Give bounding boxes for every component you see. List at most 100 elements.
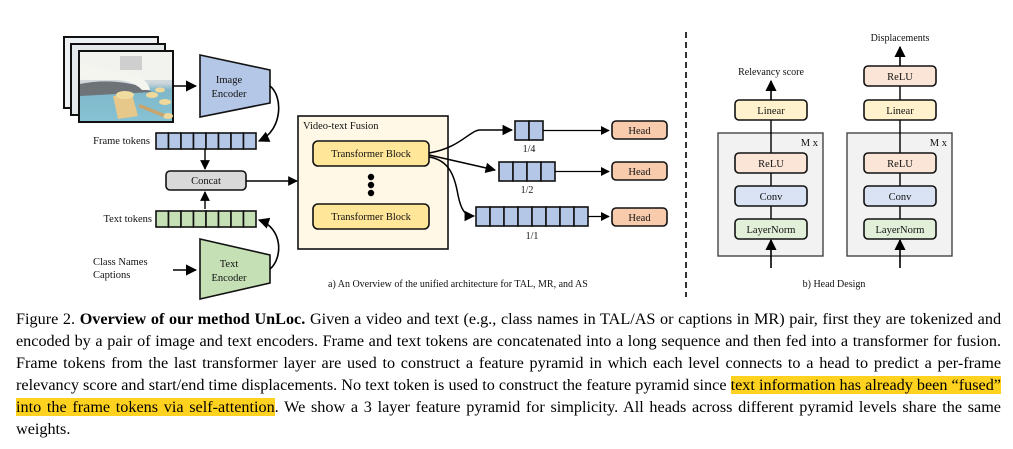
text-encoder: Text Encoder <box>199 237 271 301</box>
ellipsis-dots <box>367 173 375 197</box>
text-encoder-label-line2: Encoder <box>212 273 247 284</box>
pyramid-token <box>503 206 519 227</box>
pyramid-arrow-half <box>428 154 497 174</box>
pyramid-token <box>559 206 575 227</box>
text-token <box>230 210 245 228</box>
pyramid-token <box>489 206 505 227</box>
repeat-label: M x <box>930 138 948 149</box>
transformer-block-top: Transformer Block <box>312 140 430 167</box>
concat-block: Concat <box>165 170 247 191</box>
linear-block: Linear <box>734 99 808 121</box>
pyramid-token <box>475 206 491 227</box>
linear-block-label: Linear <box>757 106 785 117</box>
head-label: Head <box>628 126 651 137</box>
text-token <box>205 210 220 228</box>
output-label: Displacements <box>871 33 930 44</box>
frame-token <box>167 132 182 150</box>
pyramid-token <box>573 206 589 227</box>
layernorm-block-label: LayerNorm <box>747 225 796 236</box>
linear-block: Linear <box>863 99 937 121</box>
video-frame-front <box>78 50 174 123</box>
relu-block-label: ReLU <box>887 159 913 170</box>
pyramid-scale-label: 1/1 <box>526 231 539 242</box>
head-block: Head <box>611 207 668 227</box>
encoder-to-frame-tokens-arrow <box>257 85 280 142</box>
head-label: Head <box>628 213 651 224</box>
text-encoder-label-line1: Text <box>220 259 239 270</box>
caption-text-1: Given a video and text (e.g., class name… <box>16 310 1002 394</box>
frame-token <box>192 132 207 150</box>
frame-token <box>155 132 170 150</box>
pyramid-token <box>514 120 530 141</box>
pyramid-token <box>526 161 542 182</box>
linear-block-label: Linear <box>886 106 914 117</box>
repeat-label: M x <box>801 138 819 149</box>
input-label-class-names: Class Names <box>93 257 148 268</box>
caption-text-2: . We show a 3 layer feature pyramid for … <box>16 398 1001 438</box>
text-token <box>192 210 207 228</box>
text-token <box>155 210 170 228</box>
conv-block-label: Conv <box>889 192 913 203</box>
frame-tokens-label: Frame tokens <box>93 136 150 147</box>
head-design-displacement: M xLayerNormConvReLULinearReLUDisplaceme… <box>846 33 953 268</box>
output-label: Relevancy score <box>738 67 804 78</box>
pyramid-token <box>528 120 544 141</box>
concat-label: Concat <box>191 176 221 187</box>
transformer-block-bottom: Transformer Block <box>312 203 430 230</box>
pyramid-token <box>540 161 556 182</box>
frame-token <box>242 132 257 150</box>
relu-block-label: ReLU <box>758 159 784 170</box>
transformer-block-top-label: Transformer Block <box>331 149 412 160</box>
head-design-relevancy: M x LayerNorm Conv ReLU Linear Relevancy scor… <box>717 67 824 268</box>
pyramid-arrow-full <box>428 156 476 222</box>
relu-block: ReLU <box>863 152 937 174</box>
frame-token <box>180 132 195 150</box>
pyramid-token <box>512 161 528 182</box>
text-tokens <box>155 210 257 228</box>
conv-block-label: Conv <box>760 192 784 203</box>
head-label: Head <box>628 167 651 178</box>
head-block: Head <box>611 120 668 140</box>
pyramid-level: 1/4 Head <box>514 120 668 155</box>
image-encoder-label-line2: Encoder <box>212 89 247 100</box>
transformer-block-bottom-label: Transformer Block <box>331 212 412 223</box>
figure-caption: Figure 2. Overview of our method UnLoc. … <box>16 308 1001 440</box>
image-encoder-label-line1: Image <box>216 75 243 86</box>
head-block: Head <box>611 161 668 181</box>
frame-tokens <box>155 132 257 150</box>
relu-block: ReLU <box>734 152 808 174</box>
conv-block: Conv <box>863 185 937 207</box>
layernorm-block: LayerNorm <box>863 218 937 240</box>
frame-token <box>217 132 232 150</box>
output-relu-block-label: ReLU <box>887 72 913 83</box>
caption-title: Overview of our method UnLoc. <box>79 310 306 328</box>
pyramid-scale-label: 1/2 <box>521 185 534 196</box>
video-text-fusion: Video-text Fusion Transformer Block Tran… <box>297 115 449 250</box>
frame-token <box>230 132 245 150</box>
pyramid-token <box>498 161 514 182</box>
pyramid-scale-label: 1/4 <box>523 144 536 155</box>
output-relu-block: ReLU <box>863 65 937 87</box>
text-token <box>180 210 195 228</box>
pyramid-arrow-quarter <box>428 124 514 154</box>
pyramid-token <box>517 206 533 227</box>
caption-prefix: Figure 2. <box>16 310 76 328</box>
pyramid-token <box>545 206 561 227</box>
pyramid-level: 1/2 Head <box>498 161 668 196</box>
fusion-title: Video-text Fusion <box>303 121 379 132</box>
video-frames <box>63 36 174 123</box>
pyramid-level: 1/1 Head <box>475 206 668 242</box>
layernorm-block: LayerNorm <box>734 218 808 240</box>
conv-block: Conv <box>734 185 808 207</box>
image-encoder: Image Encoder <box>199 54 271 118</box>
text-token <box>167 210 182 228</box>
text-encoder-to-tokens-arrow <box>257 217 280 270</box>
input-label-captions: Captions <box>93 270 130 281</box>
frame-token <box>205 132 220 150</box>
pyramid-token <box>531 206 547 227</box>
subcaption-a: a) An Overview of the unified architectu… <box>328 279 588 290</box>
subcaption-b: b) Head Design <box>803 279 866 290</box>
layernorm-block-label: LayerNorm <box>876 225 925 236</box>
text-tokens-label: Text tokens <box>103 214 152 225</box>
